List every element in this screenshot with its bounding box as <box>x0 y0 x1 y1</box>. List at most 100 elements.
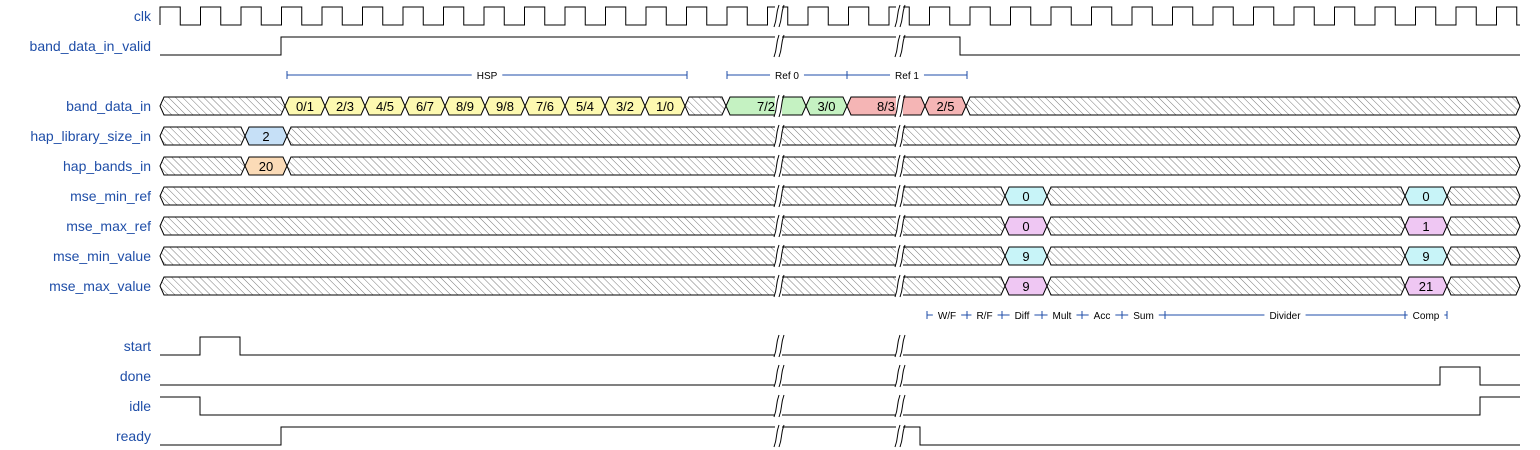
gap-mask <box>775 35 782 57</box>
ann-stage-5-label: Sum <box>1133 311 1154 322</box>
gap-mark <box>894 94 901 118</box>
hap-bands-in-value: 20 <box>259 159 273 174</box>
gap-mark <box>773 184 780 208</box>
gap-mask <box>896 245 903 267</box>
ann-stage-1-label: R/F <box>976 311 992 322</box>
gap-mask <box>896 95 903 117</box>
band-data-in-value: 9/8 <box>496 99 514 114</box>
mse-max-ref-value: 1 <box>1422 219 1429 234</box>
gap-mask <box>896 365 903 387</box>
bus-undefined <box>159 96 286 116</box>
bus-undefined <box>965 96 1521 116</box>
gap-mask <box>775 95 782 117</box>
band-data-in-value: 4/5 <box>376 99 394 114</box>
gap-mark <box>773 154 780 178</box>
gap-mark <box>899 424 906 448</box>
band-data-in-value: 0/1 <box>296 99 314 114</box>
gap-mark <box>773 34 780 58</box>
gap-mask <box>896 155 903 177</box>
gap-mark <box>778 34 785 58</box>
signal-label-band-data-in-valid: band_data_in_valid <box>30 38 151 54</box>
ann-ref-1-label: Ref 1 <box>895 71 919 82</box>
gap-mark <box>773 4 780 28</box>
ann-stage-4-label: Acc <box>1094 311 1111 322</box>
ann-hsp-label: HSP <box>477 71 498 82</box>
gap-mask <box>896 425 903 447</box>
gap-mark <box>773 94 780 118</box>
gap-mark <box>899 124 906 148</box>
gap-mark <box>778 244 785 268</box>
signal-label-hap-bands-in: hap_bands_in <box>63 158 151 174</box>
signal-label-mse-max-value: mse_max_value <box>49 278 151 294</box>
gap-mark <box>778 184 785 208</box>
band-data-in-value: 3/2 <box>616 99 634 114</box>
gap-mark <box>894 184 901 208</box>
gap-mask <box>775 245 782 267</box>
gap-mark <box>894 124 901 148</box>
gap-mark <box>899 364 906 388</box>
gap-mark <box>899 394 906 418</box>
gap-mask <box>775 215 782 237</box>
signal-label-ready: ready <box>116 428 151 444</box>
gap-mask <box>896 275 903 297</box>
gap-mark <box>899 34 906 58</box>
band-data-in-value: 1/0 <box>656 99 674 114</box>
gap-mask <box>775 125 782 147</box>
gap-mark <box>899 214 906 238</box>
bus-undefined <box>1046 246 1406 266</box>
gap-mark <box>778 154 785 178</box>
gap-mark <box>773 214 780 238</box>
gap-mark <box>894 4 901 28</box>
band-data-in-value: 3/0 <box>817 99 835 114</box>
bus-undefined <box>159 126 246 146</box>
gap-mask <box>775 155 782 177</box>
band-data-in-value: 6/7 <box>416 99 434 114</box>
gap-mask <box>775 335 782 357</box>
gap-mark <box>778 364 785 388</box>
gap-mark <box>773 394 780 418</box>
ann-stage-6-label: Divider <box>1269 311 1301 322</box>
gap-mark <box>778 124 785 148</box>
bus-undefined <box>159 276 1006 296</box>
gap-mark <box>778 334 785 358</box>
bus-undefined <box>159 186 1006 206</box>
gap-mask <box>896 215 903 237</box>
hap-library-size-in-value: 2 <box>262 129 269 144</box>
signal-label-idle: idle <box>129 398 151 414</box>
gap-mark <box>899 274 906 298</box>
gap-mark <box>894 334 901 358</box>
bus-undefined <box>1446 246 1521 266</box>
gap-mark <box>894 214 901 238</box>
gap-mask <box>775 185 782 207</box>
gap-mask <box>896 5 903 27</box>
gap-mask <box>775 5 782 27</box>
band-data-in-value: 7/2 <box>757 99 775 114</box>
gap-mask <box>775 395 782 417</box>
gap-mark <box>778 4 785 28</box>
signal-label-mse-min-ref: mse_min_ref <box>70 188 151 204</box>
gap-mask <box>896 185 903 207</box>
gap-mark <box>773 244 780 268</box>
bus-undefined <box>1446 186 1521 206</box>
mse-max-value-value: 21 <box>1419 279 1433 294</box>
signal-label-band-data-in: band_data_in <box>66 98 151 114</box>
gap-mask <box>775 425 782 447</box>
mse-min-value-value: 9 <box>1022 249 1029 264</box>
gap-mark <box>899 4 906 28</box>
gap-mark <box>894 364 901 388</box>
band-data-in-value: 7/6 <box>536 99 554 114</box>
bus-undefined <box>1046 186 1406 206</box>
gap-mark <box>778 424 785 448</box>
done-wave <box>160 366 1520 386</box>
ann-stage-2-label: Diff <box>1015 311 1030 322</box>
band-data-in-value: 2/5 <box>936 99 954 114</box>
mse-max-ref-value: 0 <box>1022 219 1029 234</box>
band-data-in-value: 8/3 <box>877 99 895 114</box>
signal-label-mse-max-ref: mse_max_ref <box>66 218 151 234</box>
gap-mask <box>896 125 903 147</box>
ann-ref-0-label: Ref 0 <box>775 71 799 82</box>
gap-mark <box>894 394 901 418</box>
gap-mark <box>899 94 906 118</box>
ready-wave <box>160 426 1520 446</box>
